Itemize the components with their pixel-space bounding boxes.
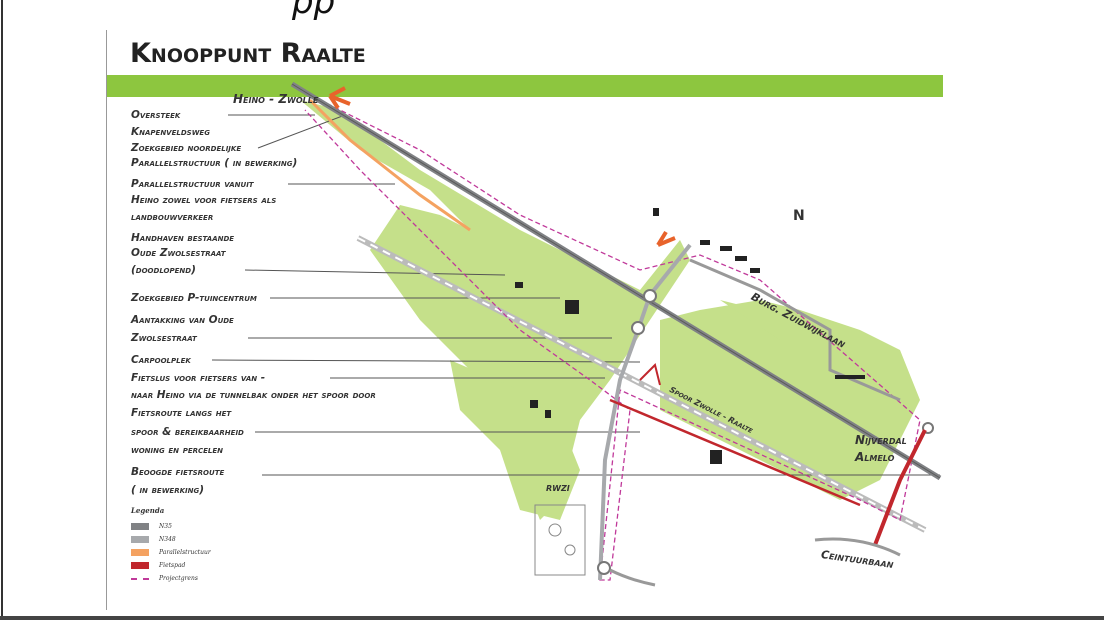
annotation-label: landbouwverkeer [131, 211, 214, 223]
legend-label: N35 [159, 523, 172, 530]
slide-title-fragment: pp [292, 0, 336, 22]
arrow-icon [328, 86, 351, 110]
road-n348 [598, 243, 692, 581]
annotation-label: (doodlopend) [131, 264, 196, 276]
legend-label: N348 [159, 536, 176, 543]
legend-swatch [131, 549, 149, 556]
annotation-label: Parallelstructuur vanuit [131, 178, 254, 190]
annotation-label: Knapenveldsweg [131, 126, 210, 138]
annotation-label: Handhaven bestaande [131, 232, 235, 244]
annotation-label: Oude Zwolsestraat [131, 247, 226, 259]
railway [356, 235, 927, 533]
annotation-label: Oversteek [131, 109, 181, 121]
annotation-label: Zoekgebied noordelijke [131, 142, 242, 154]
annotation-label: ( in bewerking) [131, 484, 205, 496]
legend-item-n35: N35 [131, 521, 172, 532]
page-title: Knooppunt Raalte [130, 38, 366, 69]
annotation-label: Aantakking van Oude [131, 314, 234, 326]
annotation-label: Zwolsestraat [131, 332, 197, 344]
legend-label: Projectgrens [159, 575, 198, 582]
project-boundary [304, 99, 921, 581]
annotation-label: Carpoolplek [131, 354, 191, 366]
map-label-almelo: Almelo [855, 450, 895, 464]
arrow-icon [656, 230, 676, 247]
annotation-label: Zoekgebied P-tuincentrum [131, 292, 257, 304]
parallel-structure [308, 98, 471, 232]
slide-border-left [1, 0, 3, 620]
legend-swatch [131, 523, 149, 530]
legend-item-n348: N348 [131, 534, 176, 545]
legend-title: Legenda [131, 506, 165, 515]
bike-path [609, 398, 861, 507]
legend-item-parallel: Parallelstructuur [131, 547, 211, 558]
annotation-label: woning en percelen [131, 444, 224, 456]
buildings [515, 208, 865, 464]
annotation-label: Fietslus voor fietsers van - [131, 372, 266, 384]
map-label-heino-zwolle: Heino - Zwolle [233, 92, 319, 106]
slide-border-bottom [0, 616, 1104, 620]
green-areas [300, 100, 920, 520]
legend-label: Parallelstructuur [159, 549, 211, 556]
annotation-label: Fietsroute langs het [131, 407, 232, 419]
legend-label: Fietspad [159, 562, 186, 569]
map-label-nijverdal: Nijverdal [855, 433, 907, 447]
legend-item-projectgrens: Projectgrens [131, 573, 198, 584]
legend-item-fietspad: Fietspad [131, 560, 185, 571]
north-indicator: N [793, 208, 805, 224]
legend-swatch [131, 536, 149, 543]
annotation-label: naar Heino via de tunnelbak onder het sp… [131, 389, 376, 401]
annotation-label: spoor & bereikbaarheid [131, 426, 244, 438]
map-label-rwzi: RWZI [546, 484, 570, 493]
annotation-label: Heino zowel voor fietsers als [131, 194, 277, 206]
annotation-label: Beoogde fietsroute [131, 466, 225, 478]
legend-swatch [131, 577, 149, 580]
title-bar [107, 75, 943, 97]
legend-swatch [131, 562, 149, 569]
annotation-label: Parallelstructuur ( in bewerking) [131, 157, 298, 169]
panel-divider [106, 30, 107, 610]
